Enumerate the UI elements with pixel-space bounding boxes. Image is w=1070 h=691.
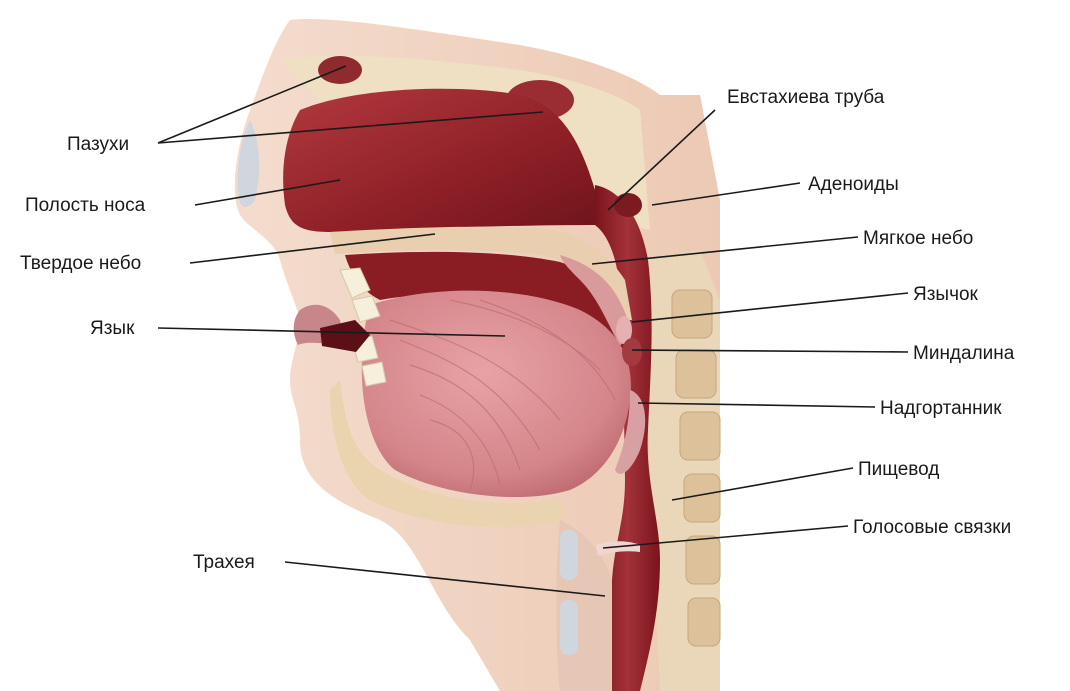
- label-trachea: Трахея: [193, 552, 255, 573]
- label-hard-palate: Твердое небо: [20, 253, 141, 274]
- label-tonsil: Миндалина: [913, 343, 1015, 364]
- label-soft-palate: Мягкое небо: [863, 228, 973, 249]
- labels-right: Евстахиева труба Аденоиды Мягкое небо Яз…: [727, 87, 1015, 538]
- adenoid-mass: [614, 193, 642, 217]
- label-tongue: Язык: [90, 318, 135, 339]
- label-nasal-cavity: Полость носа: [25, 195, 146, 216]
- label-esophagus: Пищевод: [858, 459, 939, 480]
- tonsil-shape: [622, 338, 642, 366]
- label-eustachian-tube: Евстахиева труба: [727, 87, 885, 108]
- label-uvula: Язычок: [913, 284, 979, 305]
- label-epiglottis: Надгортанник: [880, 398, 1002, 419]
- labels-left: Пазухи Полость носа Твердое небо Язык Тр…: [20, 134, 255, 573]
- sinus-frontal: [318, 56, 362, 84]
- label-adenoids: Аденоиды: [808, 174, 899, 195]
- label-vocal-cords: Голосовые связки: [853, 517, 1011, 538]
- label-sinuses: Пазухи: [67, 134, 129, 155]
